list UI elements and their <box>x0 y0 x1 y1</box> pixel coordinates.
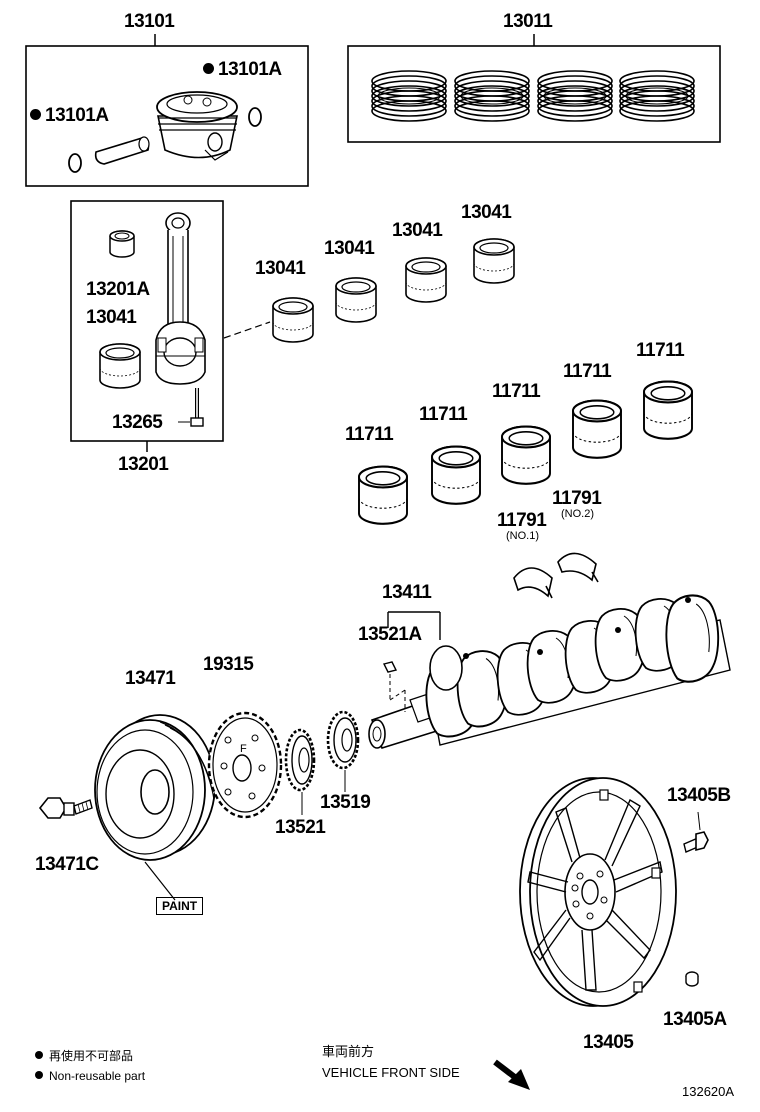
main-bearing-1-label: 11711 <box>345 424 394 445</box>
front-arrow <box>493 1059 530 1090</box>
drive-plate-spacer-label: 13405A <box>663 1009 727 1030</box>
ring-pack-2 <box>454 70 530 122</box>
drive-plate <box>519 777 677 1007</box>
signal-plate-label: 19315 <box>203 654 254 675</box>
front-side-jp: 車両前方 <box>322 1044 375 1059</box>
non-reusable-dot-icon <box>203 63 214 74</box>
main-bearing-3 <box>500 425 552 485</box>
snap-ring-right-label: 13101A <box>218 59 282 80</box>
crank-key <box>382 661 406 712</box>
crank-pulley <box>94 714 216 901</box>
conrod-bearing-2 <box>335 277 377 323</box>
conrod-bearing-4 <box>473 238 515 284</box>
main-bearing-1 <box>357 465 409 525</box>
crankshaft <box>368 594 731 749</box>
crankshaft-label: 13411 <box>382 582 432 603</box>
drive-plate-bolt-label: 13405B <box>667 785 731 806</box>
drive-plate-label: 13405 <box>583 1032 634 1053</box>
drive-plate-spacer <box>685 971 699 987</box>
non-reusable-dot-icon <box>30 109 41 120</box>
conrod-bearing-inner-label: 13041 <box>86 307 137 328</box>
main-bearing-4 <box>571 399 623 459</box>
thrust-washer-1-sublabel: (NO.1) <box>506 530 539 542</box>
main-bearing-4-label: 11711 <box>563 361 612 382</box>
main-bearing-2-label: 11711 <box>419 404 468 425</box>
thrust-washer-1-label: 11791 <box>497 510 547 531</box>
ring-pack-4 <box>619 70 695 122</box>
thrust-washer-2-sublabel: (NO.2) <box>561 508 594 520</box>
conrod-leader <box>223 321 271 339</box>
conrod-bearing-1 <box>272 297 314 343</box>
timing-gear-label: 13521 <box>275 817 326 838</box>
drive-plate-bolt <box>683 811 709 853</box>
ring-pack-3 <box>537 70 613 122</box>
piston-kit-label: 13101 <box>124 11 175 32</box>
piston <box>156 91 238 161</box>
conrod-bolt-label: 13265 <box>112 412 163 433</box>
crank-key-label: 13521A <box>358 624 422 645</box>
pulley-bolt <box>38 797 93 819</box>
main-bearing-5-label: 11711 <box>636 340 685 361</box>
conrod-bearing-3-label: 13041 <box>392 220 443 241</box>
ring-pack-1 <box>371 70 447 122</box>
pulley-label: 13471 <box>125 668 176 689</box>
main-bearing-5 <box>642 380 694 440</box>
legend-non-reusable-jp: 再使用不可部品 <box>35 1050 133 1062</box>
conrod-bushing-label: 13201A <box>86 279 150 300</box>
oil-pump-gear-label: 13519 <box>320 792 371 813</box>
ring-set-box <box>347 34 721 143</box>
legend-dot-icon <box>35 1071 43 1079</box>
front-side-en: VEHICLE FRONT SIDE <box>322 1065 460 1080</box>
conrod-bearing-inner <box>99 343 141 389</box>
connecting-rod <box>155 212 206 385</box>
legend-non-reusable-en: Non-reusable part <box>35 1070 145 1082</box>
conrod-box <box>70 200 224 452</box>
oil-pump-gear <box>326 710 360 792</box>
paint-mark-label: PAINT <box>156 897 204 915</box>
snap-ring-right-label-wrap: 13101A <box>203 60 282 79</box>
pulley-bolt-label: 13471C <box>35 854 99 875</box>
piston-pin <box>94 136 150 165</box>
snap-ring-left <box>68 153 82 173</box>
illustration-code: 132620A <box>682 1084 735 1099</box>
signal-plate: F <box>207 711 283 819</box>
snap-ring-right <box>248 107 262 127</box>
conrod-bushing <box>109 230 135 258</box>
svg-text:F: F <box>240 743 247 755</box>
thrust-washer-2 <box>557 552 599 583</box>
main-bearing-2 <box>430 445 482 505</box>
conrod-bearing-1-label: 13041 <box>255 258 306 279</box>
conrod-bearing-3 <box>405 257 447 303</box>
piston-kit-box <box>25 34 309 187</box>
thrust-washer-2-label: 11791 <box>552 488 602 509</box>
thrust-washer-1 <box>513 567 553 599</box>
piston-ring-set-label: 13011 <box>503 11 553 32</box>
main-bearing-3-label: 11711 <box>492 381 541 402</box>
conrod-bolt <box>178 388 204 427</box>
legend-dot-icon <box>35 1051 43 1059</box>
conrod-bearing-4-label: 13041 <box>461 202 512 223</box>
conrod-bearing-2-label: 13041 <box>324 238 375 259</box>
snap-ring-left-label: 13101A <box>45 105 109 126</box>
conrod-assy-label: 13201 <box>118 454 169 475</box>
snap-ring-left-label-wrap: 13101A <box>30 106 109 125</box>
timing-gear <box>284 728 316 815</box>
